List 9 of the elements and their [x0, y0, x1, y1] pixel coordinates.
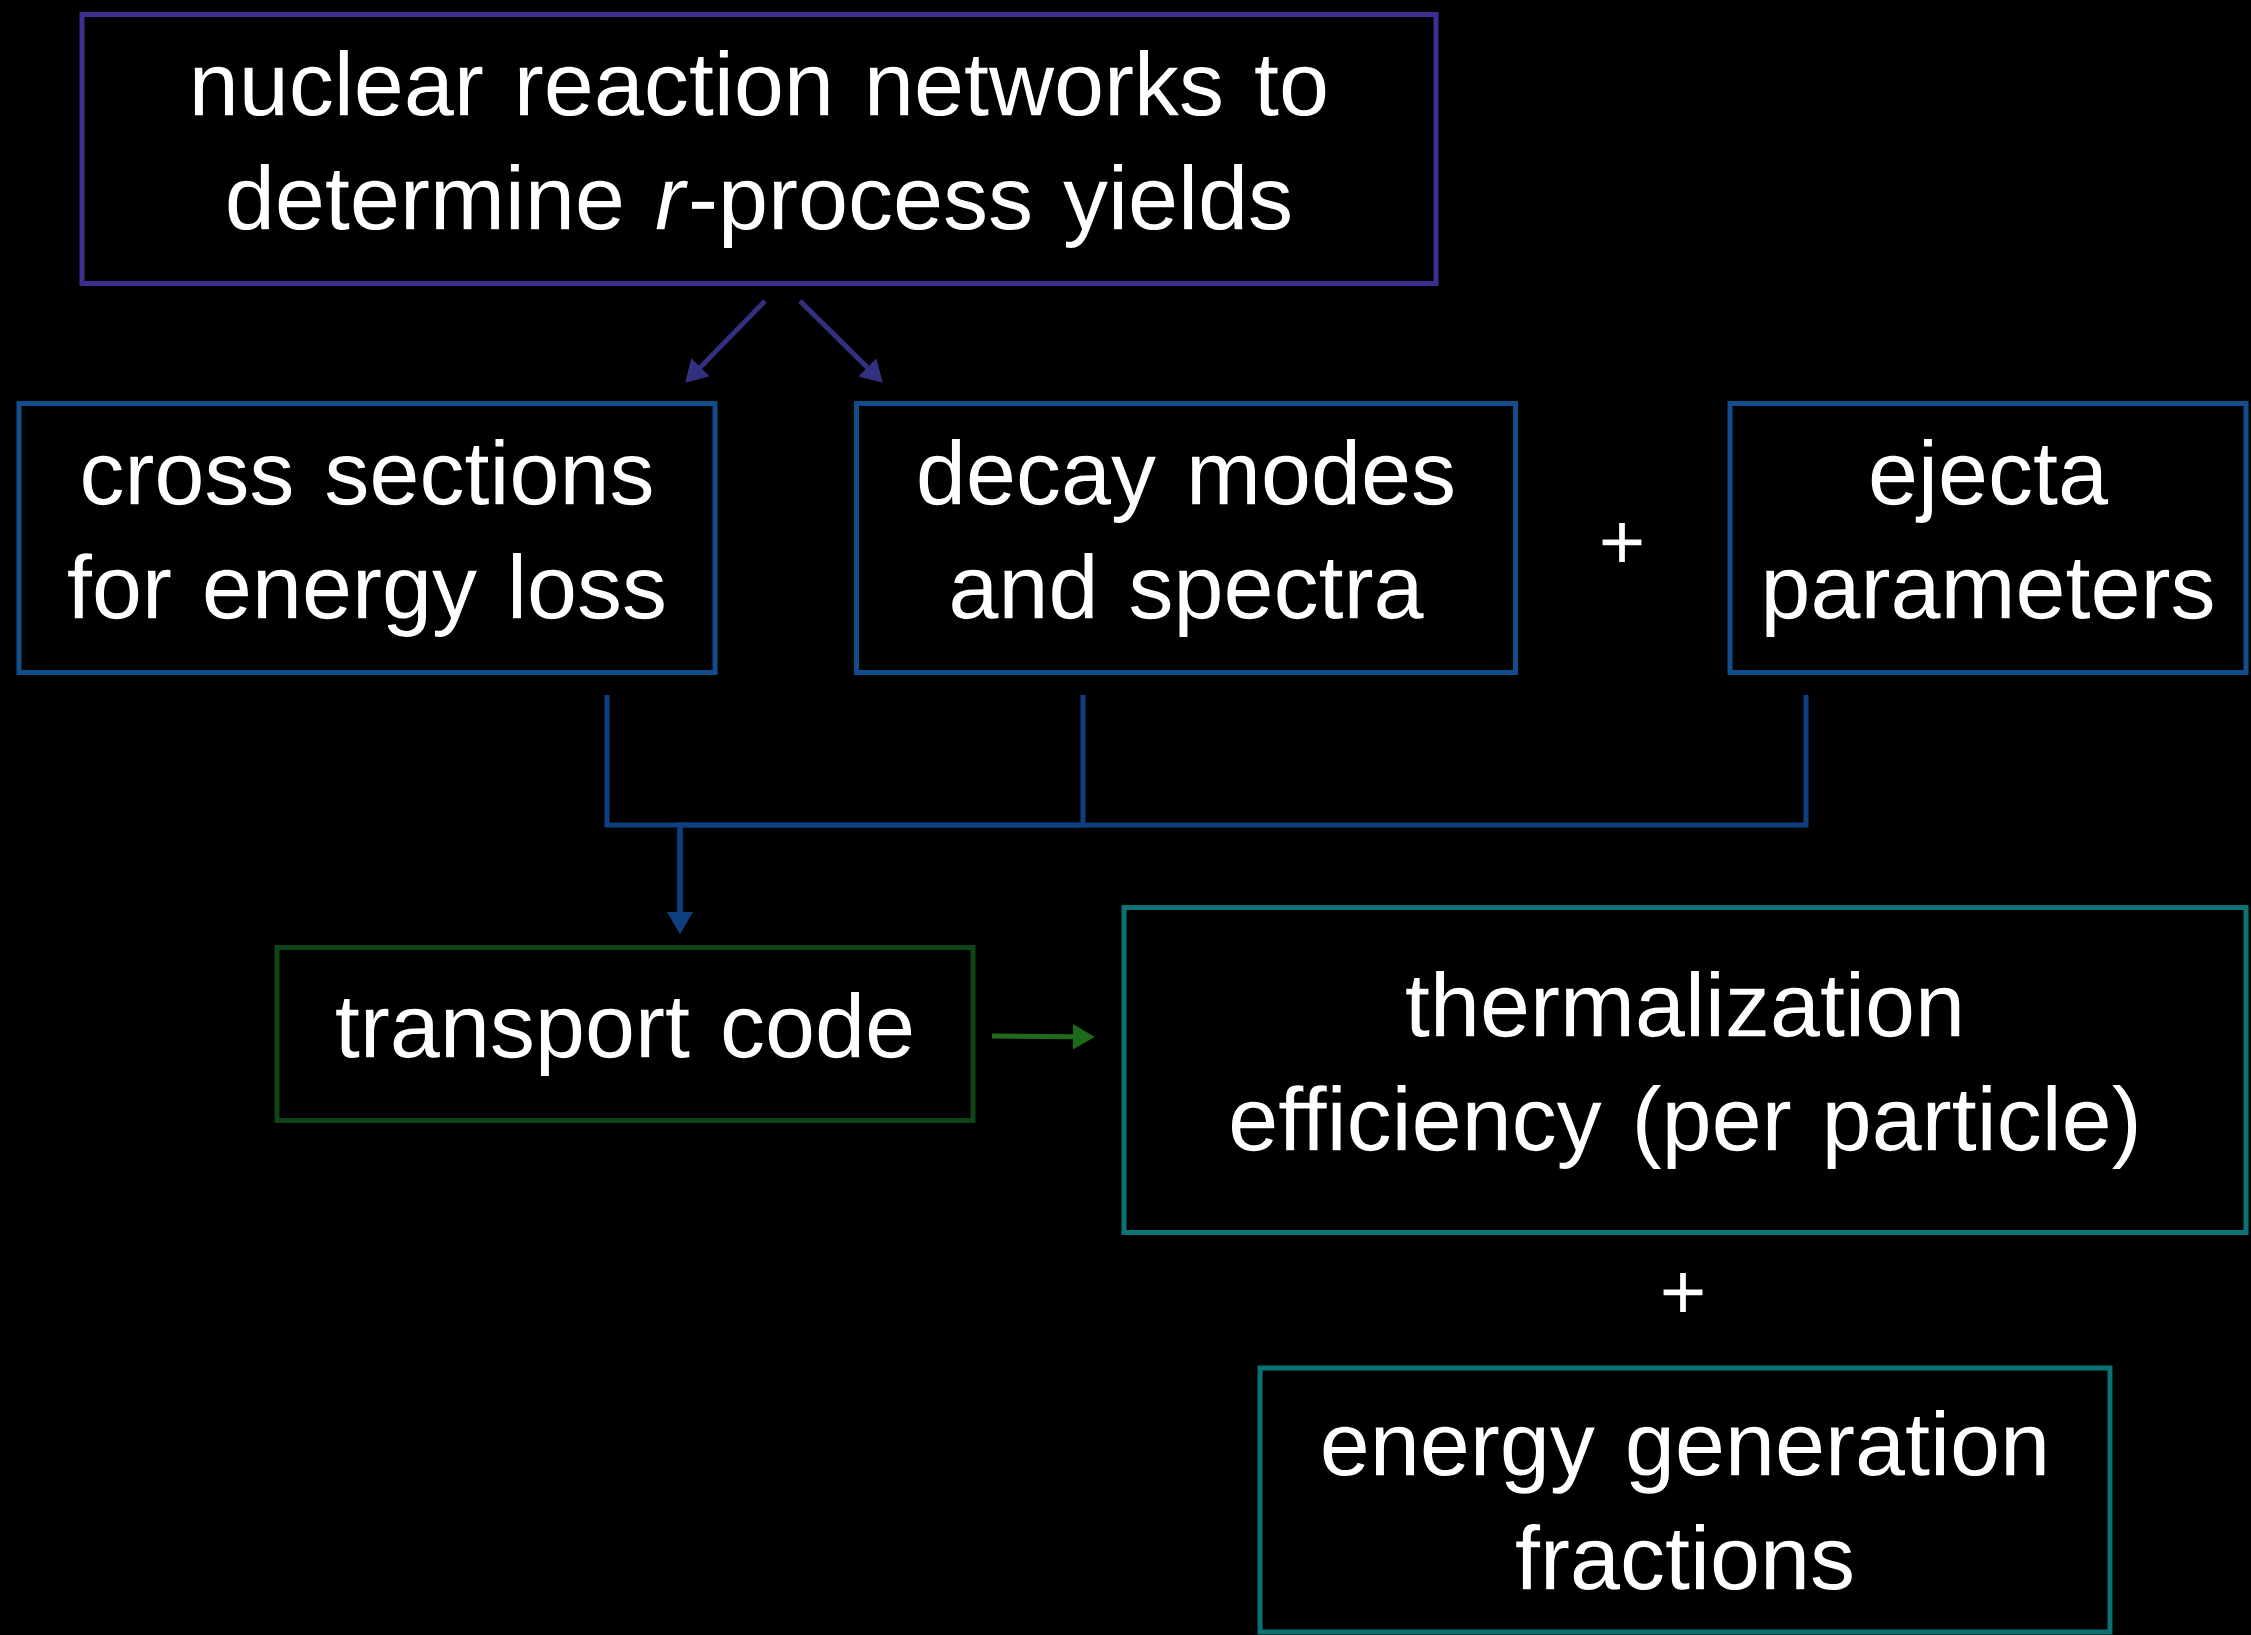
process-box: transport code: [274, 945, 976, 1123]
plus-sign: +: [1663, 1272, 1703, 1313]
process-box: cross sections for energy loss: [16, 401, 718, 675]
process-box: ejecta parameters: [1727, 401, 2249, 675]
process-box: thermalization efficiency (per particle): [1121, 905, 2249, 1235]
process-box: nuclear reaction networks to determine r-process yields: [79, 12, 1439, 286]
process-box: decay modes and spectra: [854, 401, 1518, 675]
plus-sign: +: [1602, 522, 1642, 563]
process-box: energy generation fractions: [1257, 1365, 2113, 1635]
